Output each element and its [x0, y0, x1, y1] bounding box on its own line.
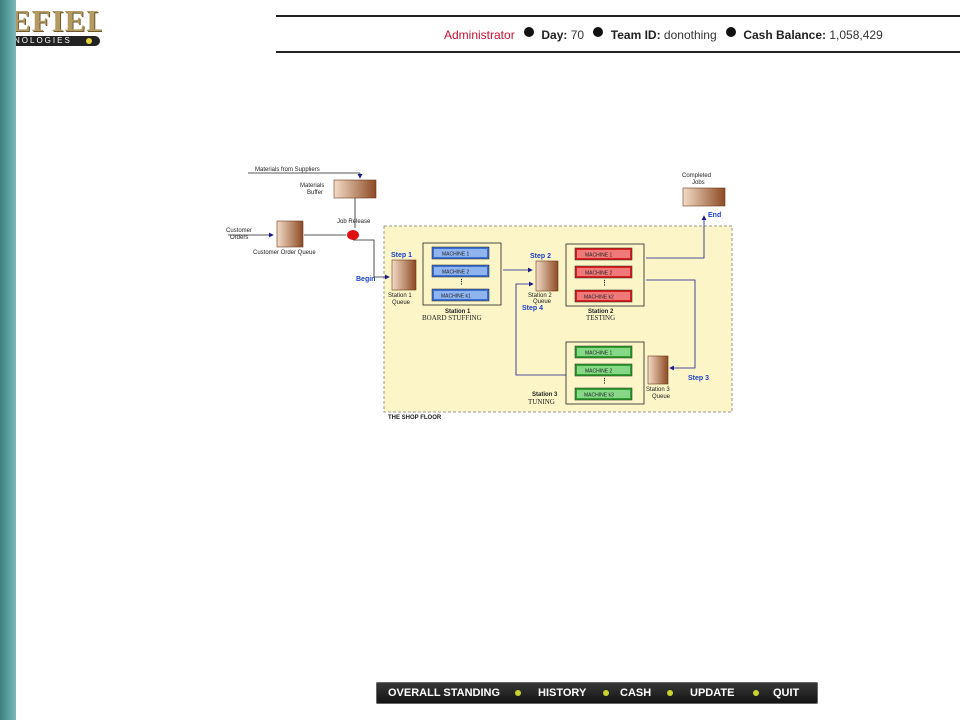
status-header: Administrator Day: 70 Team ID: donothing…: [276, 15, 960, 53]
station3-machine-2-panel: [577, 366, 630, 374]
station3-machine-1-panel: [577, 348, 630, 356]
nav-overall-standing[interactable]: OVERALL STANDING: [388, 687, 501, 699]
station1-machine-1-label: MACHINE 1: [442, 252, 469, 258]
station2-queue-label-2: Queue: [533, 299, 552, 305]
station3-name: TUNING: [528, 398, 555, 406]
station1-queue-label-2: Queue: [392, 300, 411, 306]
factory-diagram-svg: THE SHOP FLOOR Materials from Suppliers …: [226, 167, 733, 421]
station3-machine-k3-panel: [577, 390, 630, 398]
station1-name: BOARD STUFFING: [422, 314, 482, 322]
station1-machine-2-panel: [434, 267, 487, 275]
materials-buffer-bin: [333, 179, 377, 199]
nav-history[interactable]: HISTORY: [538, 687, 587, 699]
team-label: Team ID:: [610, 27, 661, 42]
station1-machine-k1-label: MACHINE k1: [441, 294, 471, 300]
step3-label: Step 3: [688, 375, 709, 382]
bottom-nav-bar: OVERALL STANDING HISTORY CASH UPDATE QUI…: [376, 682, 818, 704]
station3-to-queue2-line: [515, 281, 566, 376]
station2-queue-label-1: Station 2: [528, 293, 552, 299]
step4-label: Step 4: [522, 305, 543, 312]
job-release-label: Job Release: [337, 219, 371, 225]
station1-machines: MACHINE 1 MACHINE 2 ⋮ MACHINE k1: [431, 246, 490, 302]
status-row: Administrator Day: 70 Team ID: donothing…: [444, 26, 883, 42]
left-sidebar-strip: [0, 0, 16, 720]
logo-sub-text: NOLOGIES: [16, 36, 72, 45]
factory-flow-diagram: THE SHOP FLOOR Materials from Suppliers …: [220, 160, 740, 425]
station3-more-icon: ⋮: [601, 377, 608, 385]
nav-separator-dot-icon: [667, 690, 673, 696]
station2-machine-k2-label: MACHINE k2: [584, 295, 614, 301]
station2-queue-bin: [535, 260, 559, 292]
end-label: End: [708, 212, 721, 219]
station1-machine-1-panel: [434, 249, 487, 257]
station3-machines: MACHINE 1 MACHINE 2 ⋮ MACHINE k3: [574, 345, 633, 401]
logo-bar: [16, 36, 100, 46]
user-name: Administrator: [444, 27, 515, 42]
station1-machine-2-label: MACHINE 2: [442, 270, 469, 276]
day-value: 70: [570, 27, 585, 42]
station2-machines: MACHINE 1 MACHINE 2 ⋮ MACHINE k2: [574, 247, 633, 303]
station1-box: [422, 242, 502, 306]
step2-label: Step 2: [530, 253, 551, 260]
nav-separator-dot-icon: [753, 690, 759, 696]
station2-to-completed-line: [646, 215, 707, 259]
bullet-icon: [593, 26, 604, 37]
cash-value: 1,058,429: [829, 27, 883, 42]
station2-box: [565, 243, 645, 307]
app-logo: EFIELD NOLOGIES: [16, 0, 102, 52]
materials-buffer-label-2: Buffer: [307, 190, 323, 196]
station1-more-icon: ⋮: [458, 278, 465, 286]
station3-box: [565, 341, 645, 405]
bullet-icon: [725, 26, 736, 37]
completed-jobs-bin: [682, 187, 726, 207]
nav-cash[interactable]: CASH: [620, 687, 652, 699]
team-value: donothing: [663, 27, 717, 42]
customer-orders-label-2: Orders: [230, 235, 248, 241]
station1-label: Station 1: [445, 309, 471, 315]
station3-machine-k3-label: MACHINE k3: [584, 393, 614, 399]
station3-label: Station 3: [532, 392, 558, 398]
begin-label: Begin: [356, 276, 375, 283]
materials-from-suppliers-label: Materials from Suppliers: [255, 167, 320, 173]
station3-machine-2-label: MACHINE 2: [585, 369, 612, 375]
release-to-station1-line: [353, 239, 390, 280]
materials-buffer-label-1: Materials: [300, 183, 324, 189]
day-label: Day:: [541, 27, 568, 42]
nav-separator-dot-icon: [515, 690, 521, 696]
shop-floor-label: THE SHOP FLOOR: [388, 415, 442, 421]
customer-orders-label-1: Customer: [226, 228, 252, 234]
step1-label: Step 1: [391, 252, 412, 259]
nav-separator-dot-icon: [603, 690, 609, 696]
station2-name: TESTING: [586, 314, 615, 322]
station2-machine-2-label: MACHINE 2: [585, 271, 612, 277]
customer-order-queue-label: Customer Order Queue: [253, 250, 316, 256]
completed-jobs-label-1: Completed: [682, 173, 711, 179]
bullet-icon: [524, 26, 535, 37]
station3-queue-bin: [647, 355, 669, 385]
station3-queue-label-1: Station 3: [646, 387, 670, 393]
nav-update[interactable]: UPDATE: [690, 687, 735, 699]
station2-to-queue3-line: [646, 279, 696, 371]
completed-jobs-label-2: Jobs: [692, 180, 705, 186]
station2-machine-k2-panel: [577, 292, 630, 300]
cash-label: Cash Balance:: [743, 27, 827, 42]
nav-quit[interactable]: QUIT: [773, 687, 800, 699]
station3-queue-label-2: Queue: [652, 394, 671, 400]
station1-queue-bin: [391, 259, 417, 291]
logo-main-text: EFIELD: [16, 3, 102, 38]
customer-order-queue-bin: [276, 220, 304, 248]
station2-label: Station 2: [588, 309, 614, 315]
station2-more-icon: ⋮: [601, 279, 608, 287]
job-release-node: [347, 230, 359, 240]
logo-dot-icon: [86, 38, 92, 44]
station1-queue-label-1: Station 1: [388, 293, 412, 299]
station2-machine-1-label: MACHINE 1: [585, 253, 612, 259]
station2-machine-1-panel: [577, 250, 630, 258]
station2-machine-2-panel: [577, 268, 630, 276]
station1-machine-k1-panel: [434, 291, 487, 299]
station3-machine-1-label: MACHINE 1: [585, 351, 612, 357]
